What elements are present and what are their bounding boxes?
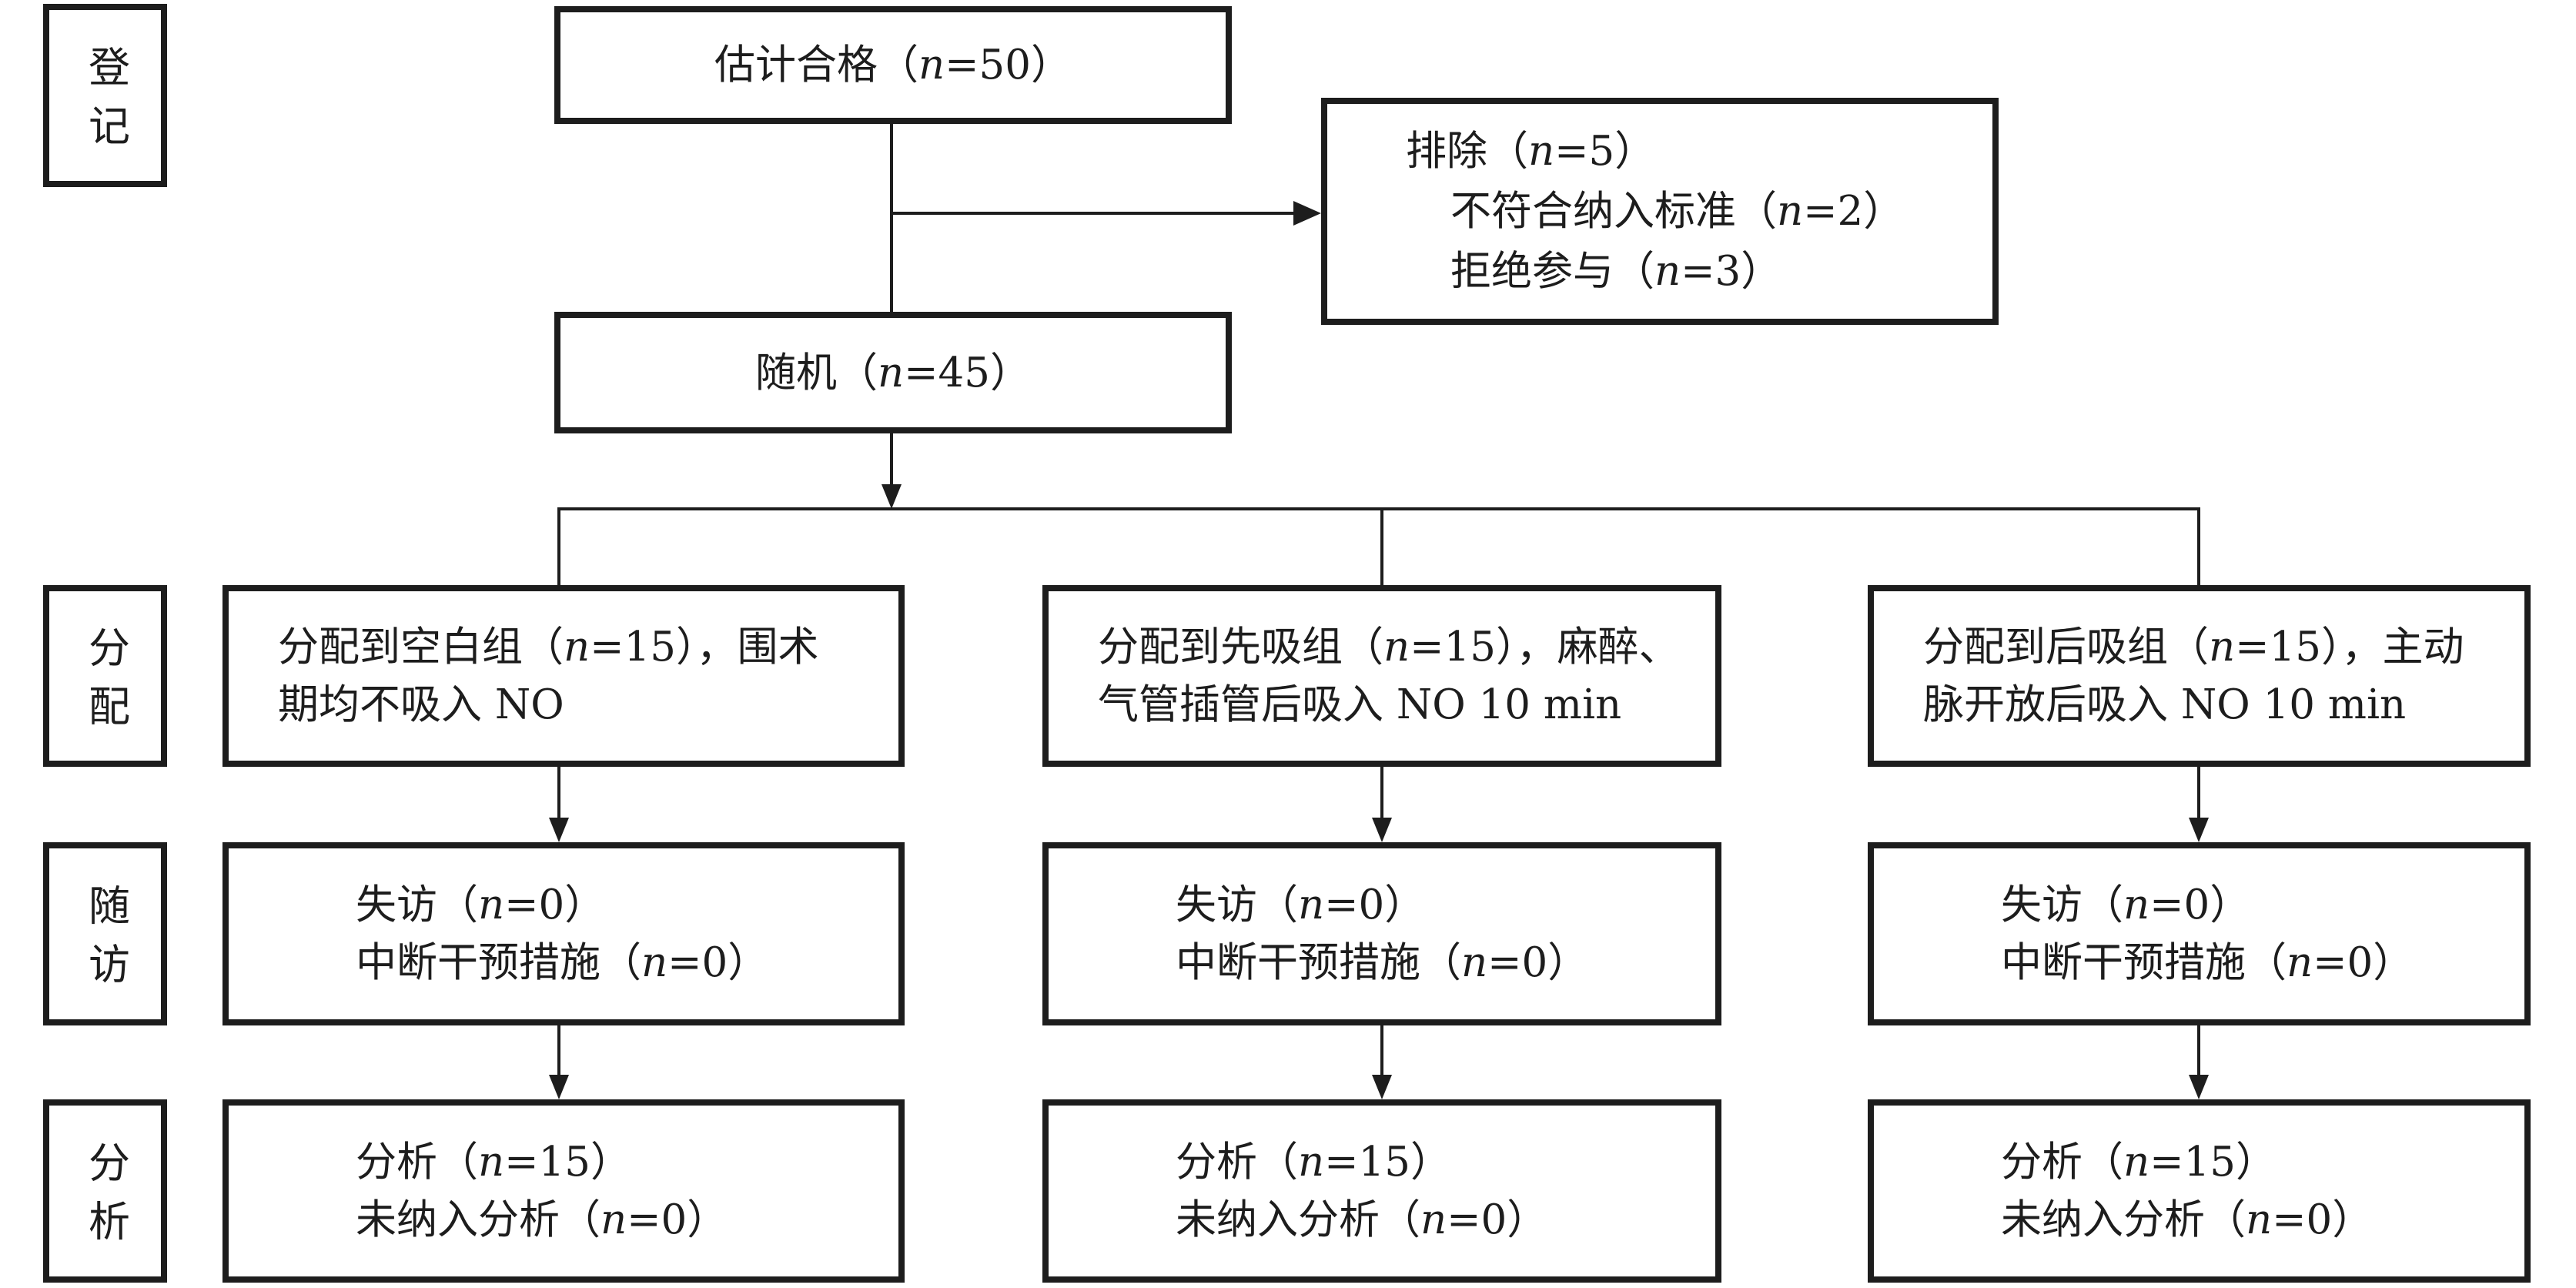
flow-box-analysis-post-inhale-group: 分析（n=15） 未纳入分析（n=0） bbox=[1868, 1099, 2531, 1283]
connector-randomized-to-branch bbox=[890, 433, 893, 484]
analysis-pre-inhale-line-2: 未纳入分析（n=0） bbox=[1176, 1196, 1548, 1243]
stage-label-followup-text: 随访 bbox=[81, 884, 130, 1001]
stage-label-followup: 随访 bbox=[43, 842, 167, 1025]
eligibility-text: 估计合格（n=50） bbox=[714, 42, 1072, 89]
allocation-blank-line-1: 分配到空白组（n=15），围术 bbox=[278, 624, 819, 671]
connector-followup-to-analysis-2 bbox=[1380, 1025, 1383, 1076]
flow-box-excluded: 排除（n=5） 不符合纳入标准（n=2） 拒绝参与（n=3） bbox=[1321, 98, 1999, 325]
flow-box-eligibility: 估计合格（n=50） bbox=[554, 6, 1232, 124]
excluded-line-3: 拒绝参与（n=3） bbox=[1450, 247, 1782, 295]
connector-followup-to-analysis-1 bbox=[557, 1025, 560, 1076]
flow-box-allocation-blank-group: 分配到空白组（n=15），围术 期均不吸入 NO bbox=[222, 585, 905, 767]
stage-label-allocation: 分配 bbox=[43, 585, 167, 767]
branch-line bbox=[557, 507, 2200, 510]
connector-allocation-to-followup-2 bbox=[1380, 767, 1383, 819]
connector-eligibility-to-randomized bbox=[890, 124, 893, 312]
connector-allocation-to-followup-1 bbox=[557, 767, 560, 819]
arrowhead-analysis-3-icon bbox=[2189, 1075, 2209, 1099]
followup-blank-line-2: 中断干预措施（n=0） bbox=[356, 939, 769, 986]
allocation-pre-inhale-line-1: 分配到先吸组（n=15），麻醉、 bbox=[1098, 624, 1680, 671]
connector-to-excluded bbox=[890, 212, 1293, 215]
stage-label-enrollment: 登记 bbox=[43, 4, 167, 187]
connector-allocation-to-followup-3 bbox=[2197, 767, 2200, 819]
stage-label-analysis: 分析 bbox=[43, 1099, 167, 1283]
flow-box-allocation-post-inhale-group: 分配到后吸组（n=15），主动 脉开放后吸入 NO 10 min bbox=[1868, 585, 2531, 767]
arrowhead-excluded-icon bbox=[1293, 201, 1321, 226]
flow-box-allocation-pre-inhale-group: 分配到先吸组（n=15），麻醉、 气管插管后吸入 NO 10 min bbox=[1042, 585, 1721, 767]
flow-box-followup-post-inhale-group: 失访（n=0） 中断干预措施（n=0） bbox=[1868, 842, 2531, 1025]
arrowhead-analysis-2-icon bbox=[1372, 1075, 1392, 1099]
excluded-line-2: 不符合纳入标准（n=2） bbox=[1450, 187, 1905, 235]
analysis-blank-line-2: 未纳入分析（n=0） bbox=[356, 1196, 728, 1243]
analysis-post-inhale-line-2: 未纳入分析（n=0） bbox=[2001, 1196, 2374, 1243]
allocation-blank-line-2: 期均不吸入 NO bbox=[278, 681, 564, 728]
flow-box-followup-pre-inhale-group: 失访（n=0） 中断干预措施（n=0） bbox=[1042, 842, 1721, 1025]
analysis-post-inhale-line-1: 分析（n=15） bbox=[2001, 1139, 2277, 1186]
stage-label-analysis-text: 分析 bbox=[81, 1141, 130, 1258]
flow-box-analysis-pre-inhale-group: 分析（n=15） 未纳入分析（n=0） bbox=[1042, 1099, 1721, 1283]
analysis-blank-line-1: 分析（n=15） bbox=[356, 1139, 631, 1186]
connector-followup-to-analysis-3 bbox=[2197, 1025, 2200, 1076]
allocation-post-inhale-line-2: 脉开放后吸入 NO 10 min bbox=[1923, 681, 2407, 728]
followup-pre-inhale-line-2: 中断干预措施（n=0） bbox=[1176, 939, 1589, 986]
excluded-line-1: 排除（n=5） bbox=[1406, 127, 1656, 175]
flow-box-randomized: 随机（n=45） bbox=[554, 312, 1232, 433]
arrowhead-followup-1-icon bbox=[549, 818, 569, 842]
followup-post-inhale-line-2: 中断干预措施（n=0） bbox=[2001, 939, 2414, 986]
drop-line-pre-inhale-group bbox=[1380, 507, 1383, 585]
arrowhead-analysis-1-icon bbox=[549, 1075, 569, 1099]
followup-pre-inhale-line-1: 失访（n=0） bbox=[1176, 882, 1426, 928]
randomized-text: 随机（n=45） bbox=[755, 349, 1031, 396]
stage-label-allocation-text: 分配 bbox=[81, 626, 130, 743]
drop-line-blank-group bbox=[557, 507, 560, 585]
flow-box-followup-blank-group: 失访（n=0） 中断干预措施（n=0） bbox=[222, 842, 905, 1025]
arrowhead-branch-icon bbox=[882, 484, 902, 509]
arrowhead-followup-3-icon bbox=[2189, 818, 2209, 842]
drop-line-post-inhale-group bbox=[2197, 507, 2200, 585]
arrowhead-followup-2-icon bbox=[1372, 818, 1392, 842]
followup-blank-line-1: 失访（n=0） bbox=[356, 882, 606, 928]
allocation-pre-inhale-line-2: 气管插管后吸入 NO 10 min bbox=[1098, 681, 1622, 728]
flow-box-analysis-blank-group: 分析（n=15） 未纳入分析（n=0） bbox=[222, 1099, 905, 1283]
stage-label-enrollment-text: 登记 bbox=[81, 45, 130, 162]
followup-post-inhale-line-1: 失访（n=0） bbox=[2001, 882, 2251, 928]
analysis-pre-inhale-line-1: 分析（n=15） bbox=[1176, 1139, 1451, 1186]
allocation-post-inhale-line-1: 分配到后吸组（n=15），主动 bbox=[1923, 624, 2464, 671]
